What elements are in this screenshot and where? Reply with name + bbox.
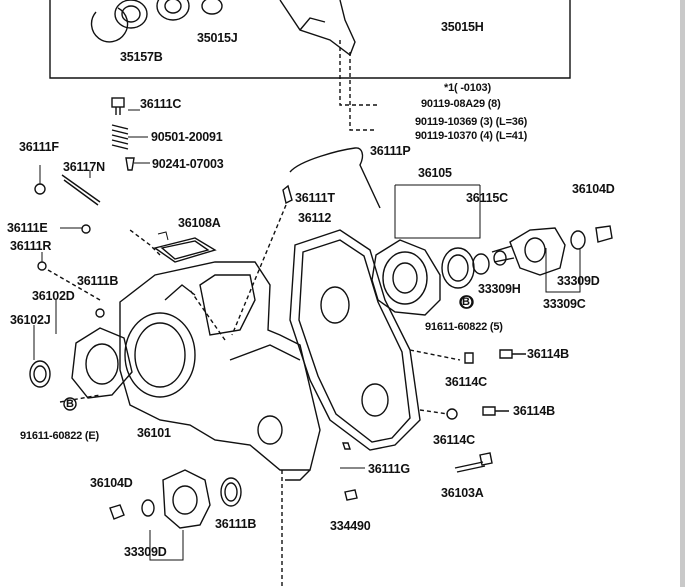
seal-36115C	[441, 247, 475, 289]
part-label: 36114C	[433, 433, 475, 447]
snap-ring-33309H	[493, 250, 507, 266]
callout-b-right	[459, 295, 473, 309]
part-label: 36111C	[140, 97, 182, 111]
part-label: 33309D	[557, 274, 600, 288]
stud-bolt	[454, 452, 493, 473]
part-label: 36111E	[7, 221, 48, 235]
part-label: 35015J	[197, 31, 238, 45]
part-label: 36114B	[527, 347, 569, 361]
nut-bottom	[109, 504, 125, 520]
callout-letter: B	[66, 398, 74, 410]
housing-fragment	[279, 0, 356, 57]
part-label: 36104D	[572, 182, 615, 196]
part-label: 36115C	[466, 191, 508, 205]
bolt-head	[111, 97, 125, 108]
part-label: 90501-20091	[151, 130, 223, 144]
breather-tube	[289, 147, 381, 209]
callout-letter: B	[462, 296, 470, 308]
part-label: 90119-10369 (3) (L=36)	[415, 116, 528, 128]
leader-dash	[349, 52, 375, 131]
part-label: 36111F	[19, 140, 59, 154]
part-label: 35015H	[441, 20, 484, 34]
part-label: 90241-07003	[152, 157, 224, 171]
part-label: 35157B	[120, 50, 163, 64]
part-label: 36114B	[513, 404, 555, 418]
part-label: 36111T	[295, 191, 335, 205]
plug	[125, 157, 135, 171]
spring	[111, 124, 129, 150]
output-flange	[162, 469, 211, 529]
case-bore	[124, 312, 196, 398]
transfer-case-housing	[119, 261, 321, 471]
part-label: 36111G	[368, 462, 410, 476]
part-label: 334490	[330, 519, 371, 533]
part-label: 36111P	[370, 144, 411, 158]
part-label: 36108A	[178, 216, 221, 230]
part-label: 36114C	[445, 375, 487, 389]
part-label: 33309C	[543, 297, 586, 311]
snap-ring	[90, 7, 129, 43]
part-label: 36102J	[10, 313, 51, 327]
seal-bottom	[220, 477, 242, 507]
inset-frame	[49, 0, 571, 79]
case-gasket	[289, 229, 421, 451]
part-label: 36117N	[63, 160, 105, 174]
dowel	[282, 184, 293, 205]
oil-seal	[29, 360, 51, 388]
part-label: 91611-60822 (E)	[20, 430, 99, 442]
part-label: 36101	[137, 426, 171, 440]
bearing	[156, 0, 190, 21]
part-label: 36103A	[441, 486, 484, 500]
part-label: 91611-60822 (5)	[425, 321, 503, 333]
part-label: 36104D	[90, 476, 133, 490]
rear-cover	[71, 327, 133, 399]
part-label: 90119-08A29 (8)	[421, 98, 501, 110]
nut	[595, 225, 613, 243]
part-label: 90119-10370 (4) (L=41)	[415, 130, 528, 142]
note-label: *1( -0103)	[444, 82, 491, 94]
part-label: 36102D	[32, 289, 75, 303]
extension-housing	[371, 239, 441, 316]
part-label: 33309H	[478, 282, 521, 296]
callout-b-left	[63, 397, 77, 411]
part-label: 36112	[298, 211, 332, 225]
part-label: 36111R	[10, 239, 52, 253]
companion-flange	[509, 227, 566, 276]
part-label: 36111B	[77, 274, 119, 288]
part-label: 36105	[418, 166, 452, 180]
bearing-ring	[114, 0, 148, 29]
part-label: 36111B	[215, 517, 257, 531]
bolt-36111F	[34, 183, 46, 195]
pin	[61, 174, 101, 206]
page-edge-shadow	[680, 0, 685, 587]
part-label: 33309D	[124, 545, 167, 559]
seal	[201, 0, 223, 15]
cover-plate	[153, 237, 217, 263]
